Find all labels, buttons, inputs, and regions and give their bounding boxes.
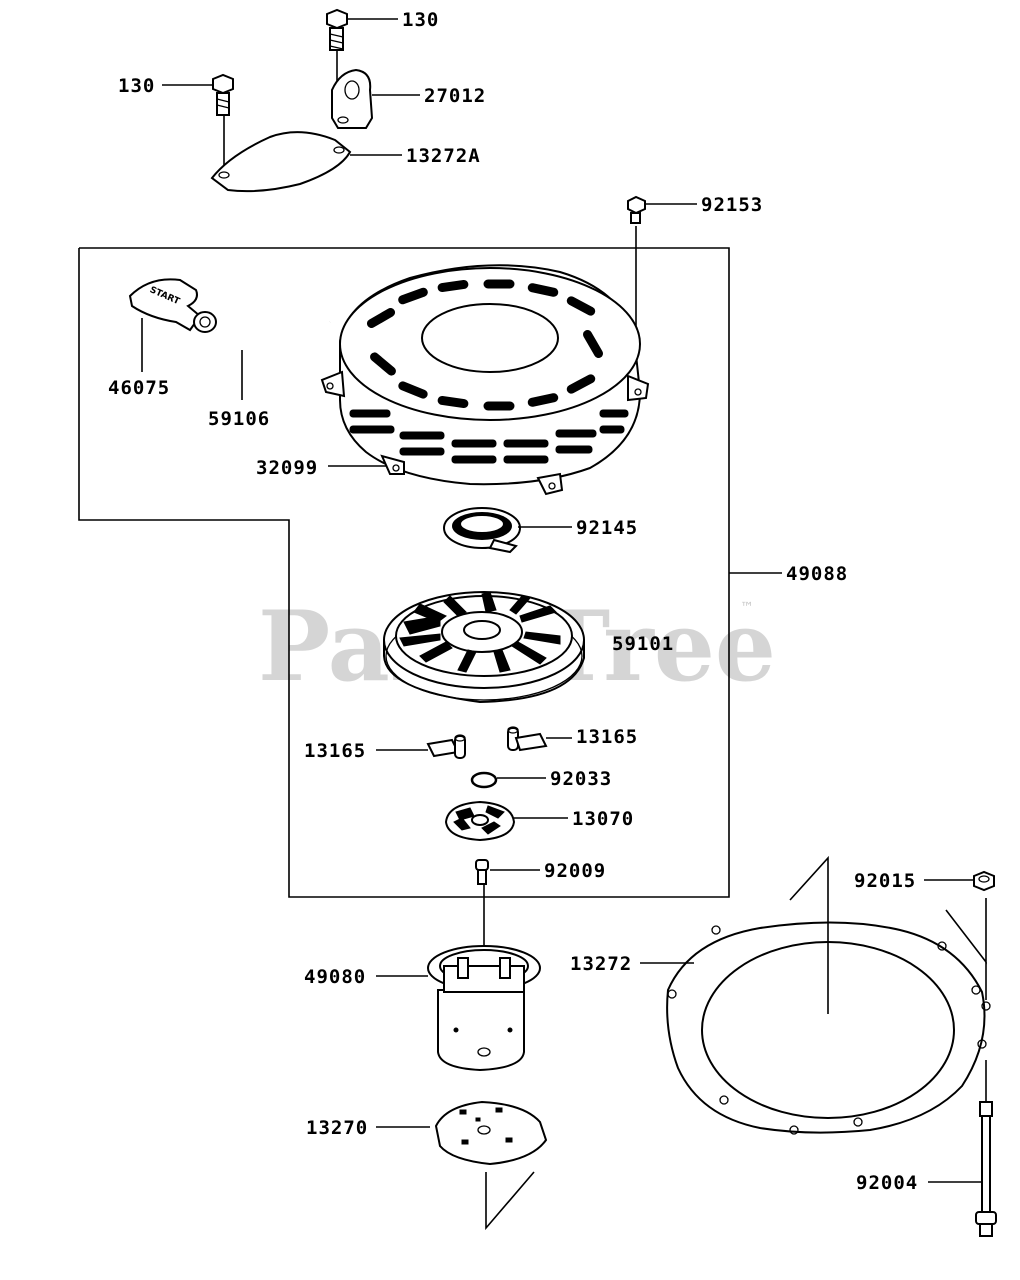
part-13272-gasket[interactable] (666, 921, 991, 1135)
callout-59106[interactable]: 59106 (208, 408, 270, 430)
part-92033-ring[interactable] (470, 771, 498, 789)
callout-92153[interactable]: 92153 (701, 194, 763, 216)
part-13070-ratchet[interactable] (444, 800, 516, 842)
watermark-trademark: ™ (740, 600, 754, 616)
callout-46075[interactable]: 46075 (108, 377, 170, 399)
part-92145-spring[interactable] (443, 507, 521, 554)
part-92015-nut[interactable] (973, 870, 995, 892)
callout-92033[interactable]: 92033 (550, 768, 612, 790)
callout-13272A[interactable]: 13272A (406, 145, 481, 167)
callout-92004[interactable]: 92004 (856, 1172, 918, 1194)
part-13165-right-pawl[interactable] (507, 726, 548, 752)
callout-13165-right[interactable]: 13165 (576, 726, 638, 748)
callout-13165-left[interactable]: 13165 (304, 740, 366, 762)
callout-92009[interactable]: 92009 (544, 860, 606, 882)
part-13270-plate[interactable] (434, 1100, 548, 1166)
reference-mark-gasket (789, 855, 829, 1014)
callout-13270[interactable]: 13270 (306, 1117, 368, 1139)
cover-top-slots (366, 279, 603, 411)
reference-mark-92015 (945, 898, 987, 965)
part-13165-left-pawl[interactable] (426, 734, 466, 759)
part-27012-bracket[interactable] (331, 68, 374, 129)
pulley-spokes (399, 591, 561, 673)
part-49080-drum[interactable] (427, 945, 541, 1072)
part-92153-bolt[interactable] (627, 195, 646, 224)
reference-mark-bottom (485, 1171, 535, 1231)
callout-49080[interactable]: 49080 (304, 966, 366, 988)
callout-59101[interactable]: 59101 (612, 633, 674, 655)
callout-13070[interactable]: 13070 (572, 808, 634, 830)
part-92004-stud[interactable] (975, 1101, 997, 1237)
callout-130-left[interactable]: 130 (118, 75, 155, 97)
part-59106-rope (214, 310, 331, 349)
cover-side-slots (349, 409, 629, 464)
callout-92015[interactable]: 92015 (854, 870, 916, 892)
part-32099-recoil-cover[interactable] (320, 264, 650, 496)
part-130-top-bolt[interactable] (326, 8, 348, 51)
part-130-left-bolt[interactable] (212, 73, 234, 116)
part-59101-pulley[interactable] (383, 591, 585, 704)
callout-32099[interactable]: 32099 (256, 457, 318, 479)
callout-13272[interactable]: 13272 (570, 953, 632, 975)
part-46075-starter-handle[interactable]: START (128, 278, 217, 333)
callout-27012[interactable]: 27012 (424, 85, 486, 107)
assembly-outline (78, 247, 730, 898)
callout-130-top[interactable]: 130 (402, 9, 439, 31)
part-92009-screw[interactable] (475, 859, 489, 885)
callout-49088[interactable]: 49088 (786, 563, 848, 585)
part-13272A-plate[interactable] (210, 131, 352, 193)
callout-92145[interactable]: 92145 (576, 517, 638, 539)
